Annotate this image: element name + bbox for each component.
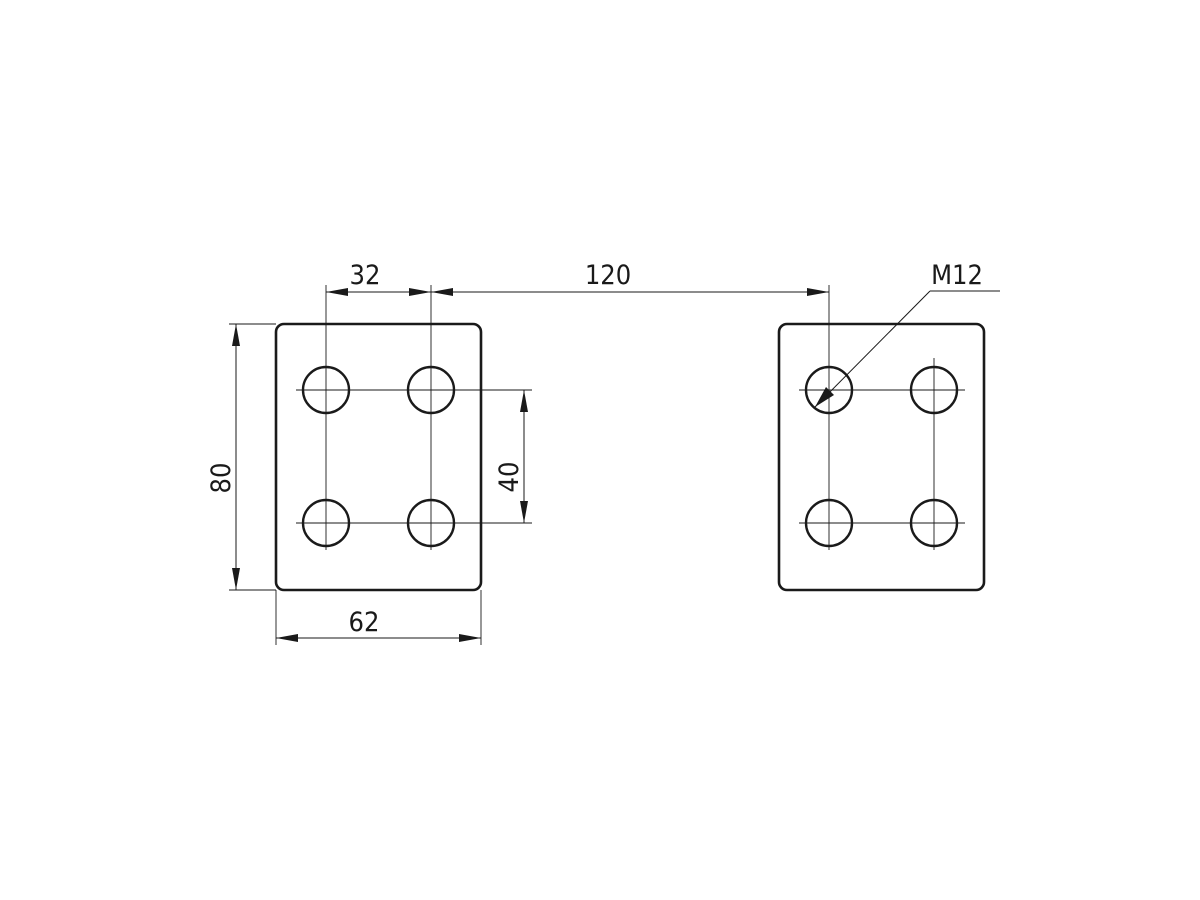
dim40-arrow-bottom [520,501,528,523]
right-hole-bottom-right [909,498,959,548]
right-hole-bottom-left [804,498,854,548]
dim80-arrow-bottom [232,568,240,590]
m12-leader-arrow [815,387,834,407]
right-hole-top-left [804,365,854,415]
dim120-arrow-left [431,288,453,296]
dim62-arrow-left [276,634,298,642]
right-plate [777,285,986,592]
dim80-arrow-top [232,324,240,346]
dimension-plate-height: 80 [206,323,276,591]
left-hole-top-right [406,365,456,415]
dim120-arrow-right [807,288,829,296]
left-hole-bottom-right [406,498,456,548]
dimension-hole-spacing-x: 32 [326,260,431,296]
dim32-arrow-left [326,288,348,296]
dim120-label: 120 [585,260,631,291]
right-plate-outline [777,322,986,592]
m12-label: M12 [931,260,983,291]
dim32-arrow-right [409,288,431,296]
dim40-arrow-top [520,390,528,412]
dim40-label: 40 [494,462,525,493]
dim62-arrow-right [459,634,481,642]
left-hole-top-left [301,365,351,415]
thread-callout: M12 [814,260,1000,408]
left-hole-bottom-left [301,498,351,548]
left-plate [274,285,532,592]
dimension-plate-width: 62 [275,590,482,645]
dim32-label: 32 [350,260,381,291]
dim80-label: 80 [206,463,237,494]
m12-leader [814,290,931,408]
left-plate-outline [274,322,483,592]
dimension-plate-spacing: 120 [431,260,829,296]
right-hole-top-right [909,365,959,415]
dim62-label: 62 [349,607,380,638]
dimension-hole-spacing-y: 40 [494,390,528,523]
